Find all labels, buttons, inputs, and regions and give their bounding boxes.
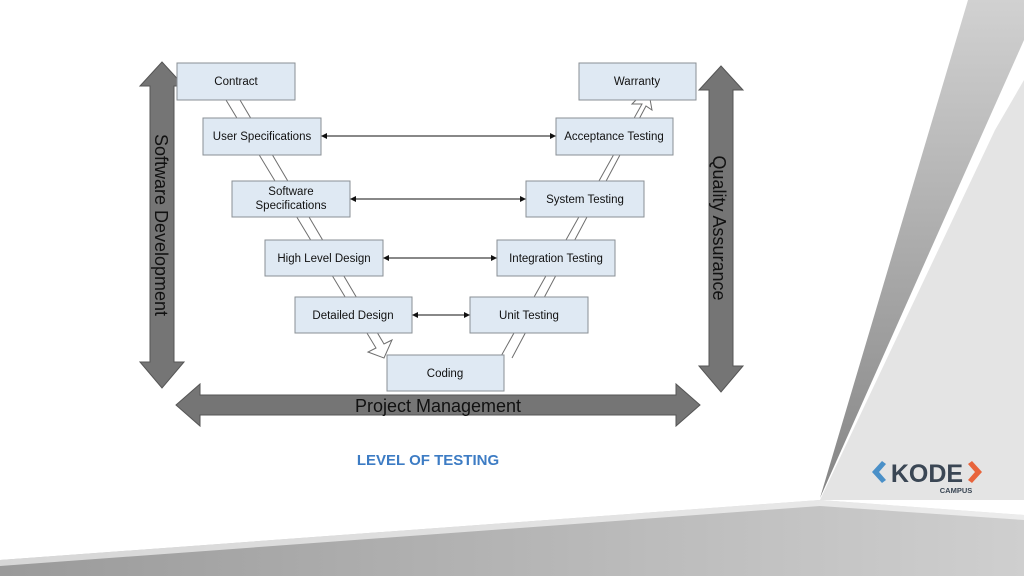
project-management-arrow: Project Management [175,382,701,428]
box-high-level-design: High Level Design [264,239,384,277]
logo-right-chevron-icon [968,461,982,483]
box-label: System Testing [546,194,624,206]
logo-sub-text: CAMPUS [940,486,973,495]
box-label: Contract [214,76,258,88]
logo-left-chevron-icon [872,461,886,483]
box-warranty: Warranty [578,62,697,101]
box-label: Coding [427,368,463,380]
software-development-arrow: Software Development [138,61,186,389]
box-integration-testing: Integration Testing [496,239,616,277]
box-software-specifications: Software Specifications [231,180,351,218]
box-label: High Level Design [277,253,370,265]
box-label: Warranty [614,76,660,88]
quality-assurance-arrow: Quality Assurance [697,65,745,393]
box-label: Integration Testing [509,253,603,265]
box-acceptance-testing: Acceptance Testing [555,117,674,156]
box-label-line-1: Software [268,186,313,198]
box-user-specifications: User Specifications [202,117,322,156]
right-wedge-shape [820,0,1024,498]
software-development-label: Software Development [151,134,171,316]
box-system-testing: System Testing [525,180,645,218]
slide-caption: LEVEL OF TESTING [356,452,500,469]
bottom-band [0,500,1024,576]
box-contract: Contract [176,62,296,101]
box-detailed-design: Detailed Design [294,296,413,334]
box-label: Detailed Design [312,310,393,322]
kode-campus-logo: KODE CAMPUS [872,460,982,495]
box-label-line-2: Specifications [256,200,327,212]
connectors [321,133,556,318]
logo-main-text: KODE [891,460,963,488]
box-coding: Coding [386,354,505,392]
box-label: Unit Testing [499,310,559,322]
box-unit-testing: Unit Testing [469,296,589,334]
right-wedge-light [820,80,1024,500]
project-management-label: Project Management [355,396,521,416]
quality-assurance-label: Quality Assurance [709,155,729,300]
box-label: User Specifications [213,131,312,143]
box-label: Acceptance Testing [564,131,664,143]
